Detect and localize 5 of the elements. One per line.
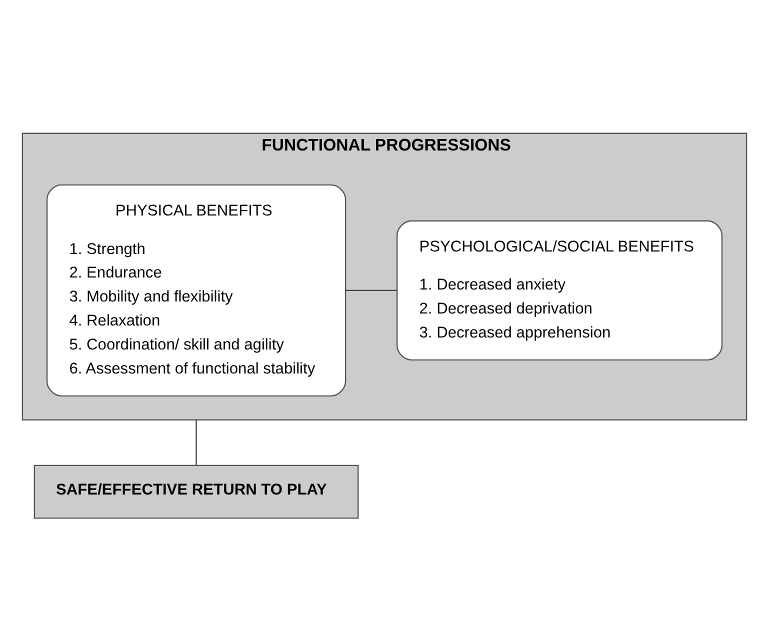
node-box: PHYSICAL BENEFITS 1. Strength 2. Endurance 3. Mobility and flexibility 4. Relaxation 5. Coordination/ skill and agility 6. Assessment of functional stability bbox=[46, 184, 346, 396]
connector bbox=[196, 419, 197, 465]
node-box: SAFE/EFFECTIVE RETURN TO PLAY bbox=[34, 464, 359, 518]
node-box: PSYCHOLOGICAL/SOCIAL BENEFITS 1. Decreased anxiety 2. Decreased deprivation 3. Decreased apprehension bbox=[396, 220, 723, 360]
connector bbox=[346, 289, 398, 291]
